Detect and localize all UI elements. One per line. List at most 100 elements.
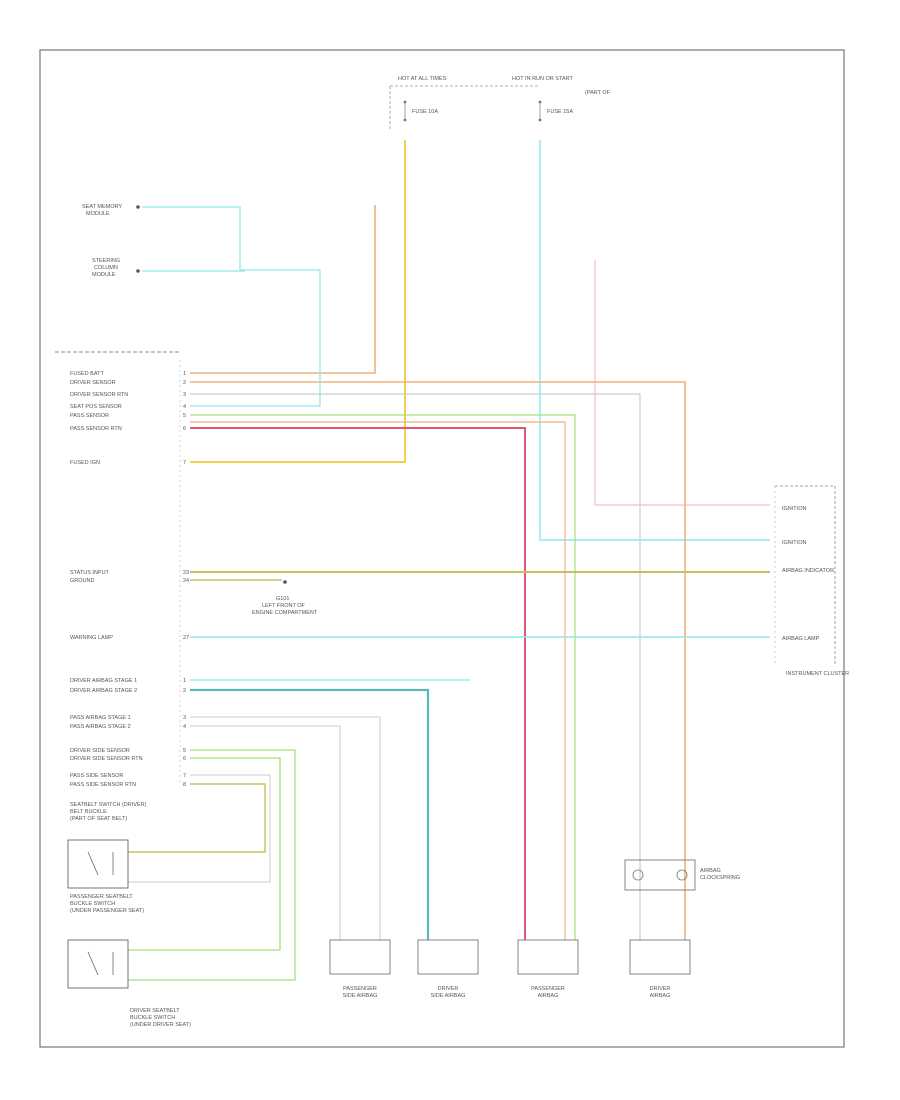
- pin-bottom-2-pin: 3: [183, 715, 186, 721]
- airbag-clockspring: AIRBAG CLOCKSPRING: [624, 859, 740, 891]
- passenger-airbag-label-1: AIRBAG: [538, 993, 559, 999]
- passenger-side-airbag-label-0: PASSENGER: [343, 986, 377, 992]
- wire-green-pass: [190, 414, 576, 940]
- memory-module-line-1: SEAT MEMORY: [82, 204, 122, 210]
- ground-note-line-3: ENGINE COMPARTMENT: [252, 610, 318, 616]
- ignition-label-2: IGNITION: [782, 540, 806, 546]
- driver-switch-line-2: BUCKLE SWITCH: [130, 1015, 175, 1021]
- wire-green-drv-side-rtn: [128, 757, 281, 951]
- ignition-label-1: IGNITION: [782, 506, 806, 512]
- ground-note-line-1: G101: [276, 596, 289, 602]
- wire-grey-pass-stage2: [190, 725, 341, 940]
- wire-grey-pass-side: [128, 774, 271, 883]
- pin-top-3-label: SEAT POS SENSOR: [70, 404, 122, 410]
- clockspring-line-2: CLOCKSPRING: [700, 875, 740, 881]
- driver-switch-line-1: DRIVER SEATBELT: [130, 1008, 180, 1014]
- pin-bottom-5-label: DRIVER SIDE SENSOR RTN: [70, 756, 143, 762]
- wire-orange-pass: [190, 421, 566, 940]
- pin-top-2-label: DRIVER SENSOR RTN: [70, 392, 128, 398]
- pin-bottom-3-pin: 4: [183, 724, 186, 730]
- pin-bottom-7-label: PASS SIDE SENSOR RTN: [70, 782, 136, 788]
- fuse-left-sub: FUSE 10A: [412, 109, 438, 115]
- steering-module-line-3: MODULE: [92, 272, 116, 278]
- clockspring-line-1: AIRBAG: [700, 868, 721, 874]
- wire-cyan-memory: [142, 206, 321, 407]
- fuse-right-note: (PART OF: [585, 90, 611, 96]
- wire-teal-drv-stage2: [190, 688, 430, 940]
- pin-bottom-7-pin: 8: [183, 782, 186, 788]
- pin-ign-pin: 7: [183, 460, 186, 466]
- seatbelt-note-line-2: BELT BUCKLE: [70, 809, 107, 815]
- pin-top-5-pin: 6: [183, 426, 186, 432]
- pass-switch-line-2: BUCKLE SWITCH: [70, 901, 115, 907]
- passenger-airbag-label-0: PASSENGER: [531, 986, 565, 992]
- pin-mid-1-label: GROUND: [70, 578, 94, 584]
- memory-module: SEAT MEMORY MODULE: [82, 204, 140, 217]
- ground-note: G101 LEFT FRONT OF ENGINE COMPARTMENT: [252, 580, 318, 616]
- fuse-right-label: HOT IN RUN OR START: [512, 76, 573, 82]
- fuse-left-label: HOT AT ALL TIMES: [398, 76, 447, 82]
- pin-bottom-6-pin: 7: [183, 773, 186, 779]
- pin-top-2-pin: 3: [183, 392, 186, 398]
- passenger-side-airbag-label-1: SIDE AIRBAG: [343, 993, 378, 999]
- steering-module-line-1: STEERING: [92, 258, 120, 264]
- pin-top-3-pin: 4: [183, 404, 186, 410]
- instrument-cluster-label: INSTRUMENT CLUSTER: [786, 671, 849, 677]
- wire-red-pass: [190, 427, 526, 940]
- pin-top-0-label: FUSED BATT: [70, 371, 104, 377]
- seatbelt-note-line-3: (PART OF SEAT BELT): [70, 816, 127, 822]
- pin-bottom-0-label: DRIVER AIRBAG STAGE 1: [70, 678, 137, 684]
- seatbelt-note: SEATBELT SWITCH (DRIVER) BELT BUCKLE (PA…: [70, 802, 147, 822]
- pin-bottom-4-pin: 5: [183, 748, 186, 754]
- driver-airbag-label-1: AIRBAG: [650, 993, 671, 999]
- ground-note-line-2: LEFT FRONT OF: [262, 603, 306, 609]
- wire-grey-sensor: [190, 393, 641, 940]
- pin-top-1-label: DRIVER SENSOR: [70, 380, 116, 386]
- fuse-left-icon: [403, 100, 407, 122]
- pin-bottom-6-label: PASS SIDE SENSOR: [70, 773, 123, 779]
- driver-airbag-label-0: DRIVER: [650, 986, 671, 992]
- wire-olive-pass-side-rtn: [128, 783, 266, 853]
- driver-side-airbag-label-1: SIDE AIRBAG: [431, 993, 466, 999]
- pin-bottom-4-label: DRIVER SIDE SENSOR: [70, 748, 130, 754]
- diagram-border: [39, 49, 845, 1048]
- instrument-cluster: IGNITION IGNITION AIRBAG INDICATOR AIRBA…: [774, 485, 849, 677]
- wire-grey-fuse-right: [539, 140, 770, 541]
- passenger-buckle-switch: PASSENGER SEATBELT BUCKLE SWITCH (UNDER …: [67, 839, 144, 914]
- pin-bottom-0-pin: 1: [183, 678, 186, 684]
- pin-top-1-pin: 2: [183, 380, 186, 386]
- wire-orange-long: [190, 381, 686, 940]
- wires: [128, 140, 770, 981]
- pin-bottom-5-pin: 6: [183, 756, 186, 762]
- pin-top-4-pin: 5: [183, 413, 186, 419]
- seatbelt-note-line-1: SEATBELT SWITCH (DRIVER): [70, 802, 147, 808]
- pin-ign-label: FUSED IGN: [70, 460, 100, 466]
- fuse-block: HOT AT ALL TIMES HOT IN RUN OR START FUS…: [389, 76, 611, 130]
- pin-mid-0-label: STATUS INPUT: [70, 570, 110, 576]
- pin-bottom-1-pin: 2: [183, 688, 186, 694]
- steering-column-module: STEERING COLUMN MODULE: [92, 258, 140, 278]
- airbag-indicator-label: AIRBAG INDICATOR: [782, 568, 834, 574]
- pin-bottom-1-label: DRIVER AIRBAG STAGE 2: [70, 688, 137, 694]
- wire-orange-batt: [190, 205, 376, 374]
- driver-side-airbag-label-0: DRIVER: [438, 986, 459, 992]
- wire-yellow-ign: [190, 140, 406, 463]
- pin-mid-1-pin: 24: [183, 578, 189, 584]
- pin-lamp-pin: 27: [183, 635, 189, 641]
- wire-pink-right: [594, 260, 770, 506]
- pin-top-5-label: PASS SENSOR RTN: [70, 426, 122, 432]
- pin-top-4-label: PASS SENSOR: [70, 413, 109, 419]
- wire-grey-pass-stage1: [190, 716, 381, 940]
- pin-mid-0-pin: 23: [183, 570, 189, 576]
- pin-lamp-label: WARNING LAMP: [70, 635, 113, 641]
- fuse-right-icon: [538, 100, 542, 122]
- wire-green-drv-side: [128, 749, 296, 981]
- pin-bottom-2-label: PASS AIRBAG STAGE 1: [70, 715, 131, 721]
